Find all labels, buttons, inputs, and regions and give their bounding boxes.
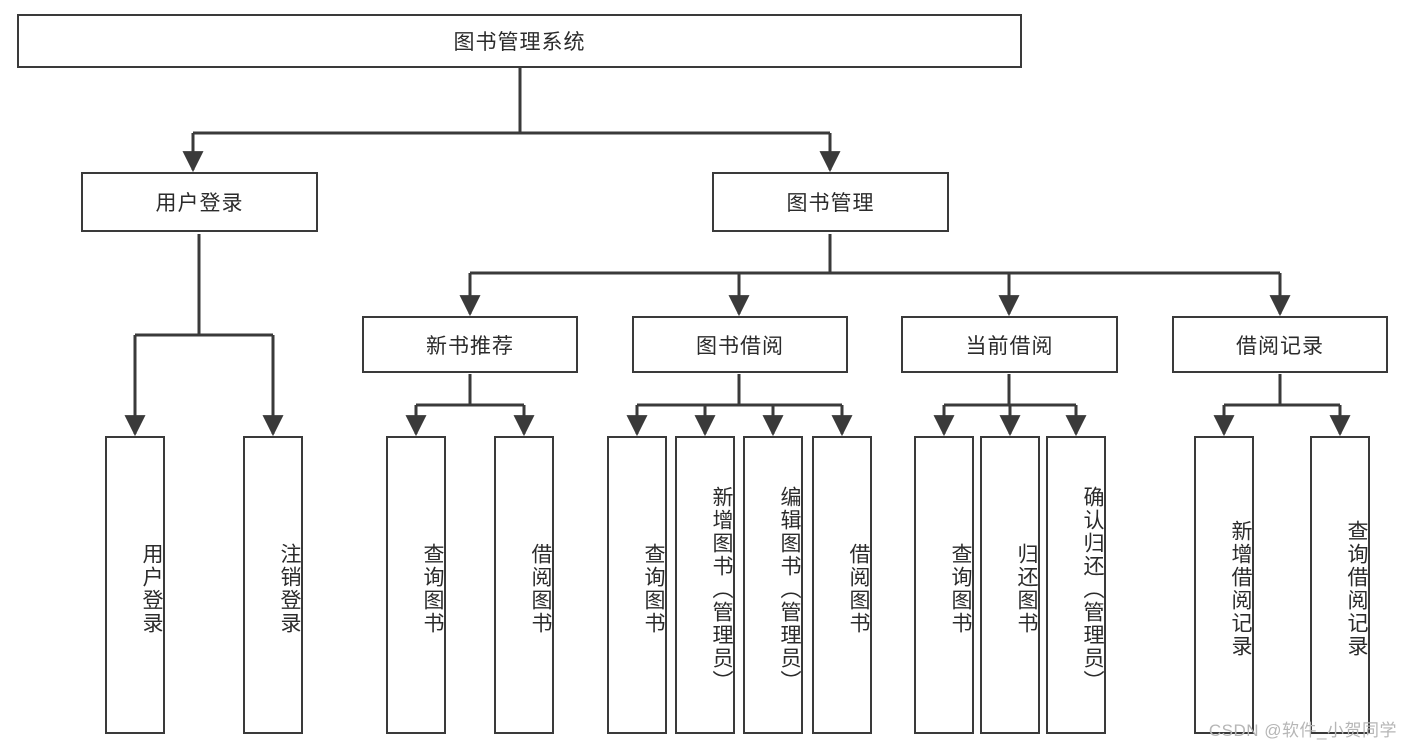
node-label: 注销登录 <box>278 543 301 635</box>
node-label: 新书推荐 <box>426 334 514 358</box>
node-leaf-query-record[interactable]: 查询借阅记录 <box>1310 436 1370 734</box>
node-book-management[interactable]: 图书管理 <box>712 172 949 232</box>
node-leaf-borrow-book-1[interactable]: 借阅图书 <box>494 436 554 734</box>
node-book-management-system[interactable]: 图书管理系统 <box>17 14 1022 68</box>
node-book-borrow[interactable]: 图书借阅 <box>632 316 848 373</box>
node-label: 确认归还（管理员） <box>1081 485 1104 693</box>
node-label: 归还图书 <box>1015 543 1038 635</box>
node-label: 图书借阅 <box>696 334 784 358</box>
node-leaf-logout-login[interactable]: 注销登录 <box>243 436 303 734</box>
node-label: 编辑图书（管理员） <box>778 485 801 693</box>
node-new-book-recommend[interactable]: 新书推荐 <box>362 316 578 373</box>
node-label: 图书管理 <box>786 192 875 215</box>
node-leaf-query-book-3[interactable]: 查询图书 <box>914 436 974 734</box>
node-leaf-return-book[interactable]: 归还图书 <box>980 436 1040 734</box>
node-label: 新增图书（管理员） <box>710 485 733 693</box>
node-label: 借阅图书 <box>847 543 870 635</box>
node-label: 查询借阅记录 <box>1345 520 1368 658</box>
node-label: 用户登录 <box>140 543 163 635</box>
node-leaf-add-book[interactable]: 新增图书（管理员） <box>675 436 735 734</box>
node-leaf-query-book-1[interactable]: 查询图书 <box>386 436 446 734</box>
node-label: 用户登录 <box>155 192 244 215</box>
node-leaf-edit-book[interactable]: 编辑图书（管理员） <box>743 436 803 734</box>
node-leaf-confirm-return[interactable]: 确认归还（管理员） <box>1046 436 1106 734</box>
node-label: 图书管理系统 <box>453 31 586 54</box>
node-label: 当前借阅 <box>965 334 1054 358</box>
node-current-borrow[interactable]: 当前借阅 <box>901 316 1118 373</box>
node-leaf-query-book-2[interactable]: 查询图书 <box>607 436 667 734</box>
node-label: 查询图书 <box>421 543 444 635</box>
node-label: 查询图书 <box>642 543 665 635</box>
node-borrow-record[interactable]: 借阅记录 <box>1172 316 1388 373</box>
node-leaf-add-record[interactable]: 新增借阅记录 <box>1194 436 1254 734</box>
node-user-login[interactable]: 用户登录 <box>81 172 318 232</box>
node-leaf-borrow-book-2[interactable]: 借阅图书 <box>812 436 872 734</box>
node-label: 借阅图书 <box>529 543 552 635</box>
node-label: 查询图书 <box>949 543 972 635</box>
node-leaf-user-login[interactable]: 用户登录 <box>105 436 165 734</box>
csdn-watermark: CSDN @软件_小贺同学 <box>1208 721 1397 740</box>
node-label: 新增借阅记录 <box>1229 520 1252 658</box>
node-label: 借阅记录 <box>1236 334 1324 358</box>
